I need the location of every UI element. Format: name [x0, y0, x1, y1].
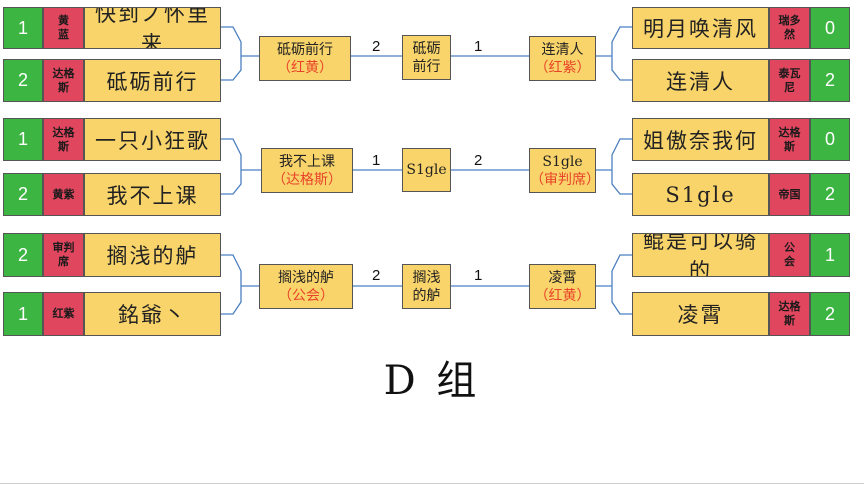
group-title: D 组: [383, 358, 481, 404]
winner-name: 凌霄: [548, 269, 577, 286]
winner-name: 连清人: [541, 41, 584, 58]
right-player-name: 凌霄: [632, 292, 769, 336]
left-seed: 2: [3, 59, 43, 102]
winner-team: （公会）: [278, 287, 334, 304]
right-team-badge: 帝国: [769, 173, 810, 216]
right-player-name: 鲲是可以骑的: [632, 233, 769, 277]
winner-name: 砥砺前行: [277, 41, 333, 58]
left-seed: 2: [3, 233, 43, 277]
right-player-name: 连清人: [632, 59, 769, 102]
left-player-name: 一只小狂歌: [84, 118, 221, 161]
right-semifinal-winner: S1gle （审判席）: [529, 148, 596, 193]
right-player-name: 姐傲奈我何: [632, 118, 769, 161]
winner-name: 搁浅的舻: [278, 269, 334, 286]
left-seed: 1: [3, 7, 43, 49]
right-seed: 2: [810, 59, 850, 102]
right-seed: 0: [810, 118, 850, 161]
winner-team: （红黄）: [534, 287, 591, 304]
right-semifinal-winner: 连清人 （红紫）: [529, 36, 596, 81]
final-winner-name: 砥砺: [412, 40, 441, 57]
final-winner-box: 搁浅 的舻: [402, 264, 451, 309]
winner-name: S1gle: [542, 153, 583, 170]
left-team-badge: 达格 斯: [43, 118, 84, 161]
final-winner-box: 砥砺 前行: [402, 35, 451, 80]
left-team-badge: 红紫: [43, 292, 84, 336]
final-winner-name-line2: 前行: [412, 58, 441, 75]
winner-team: （审判席）: [530, 171, 596, 188]
right-team-badge: 达格 斯: [769, 292, 810, 336]
left-score: 1: [372, 152, 381, 169]
right-score: 2: [474, 152, 483, 169]
winner-name: 我不上课: [279, 153, 335, 170]
right-semifinal-winner: 凌霄 （红黄）: [529, 264, 596, 309]
left-score: 2: [372, 38, 381, 55]
final-winner-name: 搁浅: [412, 269, 441, 286]
winner-team: （红黄）: [277, 59, 333, 76]
final-winner-name-line2: 的舻: [412, 287, 441, 304]
left-player-name: 我不上课: [84, 173, 221, 216]
right-player-name: S1gle: [632, 173, 769, 216]
right-score: 1: [474, 267, 483, 284]
right-seed: 0: [810, 7, 850, 49]
winner-team: （达格斯）: [272, 171, 342, 188]
left-team-badge: 黄紫: [43, 173, 84, 216]
left-player-name: 銘爺丶: [84, 292, 221, 336]
left-team-badge: 审判 席: [43, 233, 84, 277]
right-team-badge: 公 会: [769, 233, 810, 277]
left-team-badge: 黄 蓝: [43, 7, 84, 49]
left-semifinal-winner: 砥砺前行 （红黄）: [259, 36, 351, 81]
final-winner-name: S1gle: [406, 162, 447, 178]
left-seed: 1: [3, 118, 43, 161]
right-team-badge: 泰瓦 尼: [769, 59, 810, 102]
left-semifinal-winner: 搁浅的舻 （公会）: [259, 264, 353, 309]
right-score: 1: [474, 38, 483, 55]
right-team-badge: 达格 斯: [769, 118, 810, 161]
winner-team: （红紫）: [534, 59, 591, 76]
final-winner-box: S1gle: [402, 148, 451, 192]
left-seed: 2: [3, 173, 43, 216]
left-semifinal-winner: 我不上课 （达格斯）: [261, 148, 353, 193]
left-player-name: 快到ノ怀里来: [84, 7, 221, 49]
left-player-name: 砥砺前行: [84, 59, 221, 102]
left-seed: 1: [3, 292, 43, 336]
right-team-badge: 瑞多 然: [769, 7, 810, 49]
left-score: 2: [372, 267, 381, 284]
left-player-name: 搁浅的舻: [84, 233, 221, 277]
bottom-divider: [0, 483, 864, 484]
right-seed: 1: [810, 233, 850, 277]
right-seed: 2: [810, 292, 850, 336]
right-seed: 2: [810, 173, 850, 216]
left-team-badge: 达格 斯: [43, 59, 84, 102]
right-player-name: 明月唤清风: [632, 7, 769, 49]
